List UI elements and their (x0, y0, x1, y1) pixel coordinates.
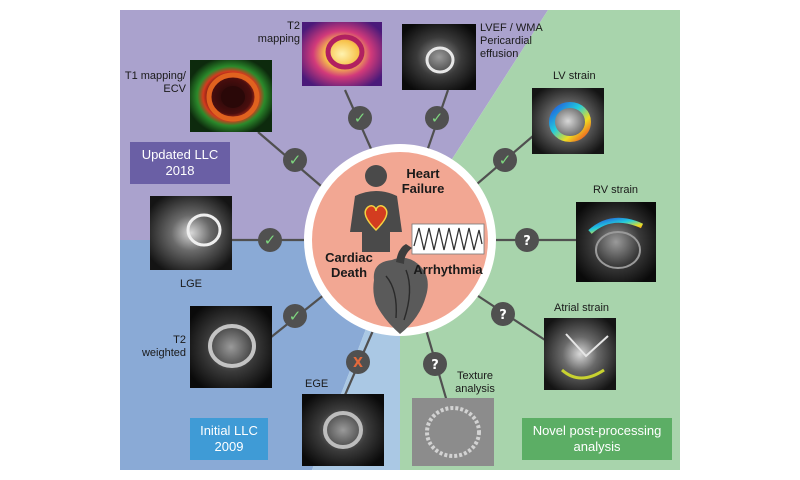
novel-analysis-line1: Novel post-processing (532, 423, 662, 438)
lv-strain-label: LV strain (553, 70, 596, 82)
t2-mapping-line1: T2 (287, 20, 300, 32)
status-node-lvef-wma: ✓ (425, 106, 449, 130)
status-node-rv-strain: ? (515, 228, 539, 252)
lge-label: LGE (179, 278, 202, 290)
t2-mapping-label: T2 mapping (246, 20, 300, 46)
initial-llc-line1: Initial LLC (200, 423, 258, 438)
t1-mapping-label: T1 mapping/ ECV (118, 70, 186, 96)
status-node-t1-mapping: ✓ (283, 148, 307, 172)
lvef-wma-thumbnail (402, 24, 476, 90)
t2-weighted-label: T2 weighted (130, 334, 186, 360)
cardiac-death-line1: Cardiac (325, 250, 373, 265)
svg-text:✓: ✓ (264, 231, 277, 249)
status-node-lv-strain: ✓ (493, 148, 517, 172)
novel-analysis-line2: analysis (573, 439, 621, 454)
ege-label: EGE (305, 378, 329, 390)
t2-weighted-line2: weighted (141, 347, 186, 359)
updated-llc-line2: 2018 (165, 163, 195, 178)
lvef-wma-line3: effusion (480, 48, 519, 60)
svg-text:?: ? (523, 234, 531, 249)
lv-strain-thumbnail (532, 88, 604, 154)
lvef-wma-line2: Pericardial (480, 35, 532, 47)
t1-mapping-line2: ECV (163, 83, 186, 95)
atrial-strain-label: Atrial strain (554, 302, 610, 314)
svg-text:X: X (353, 356, 363, 371)
svg-text:✓: ✓ (354, 109, 367, 127)
cardiac-death-line2: Death (330, 265, 368, 280)
status-node-t2-mapping: ✓ (348, 106, 372, 130)
heart-failure-line2: Failure (401, 181, 445, 196)
texture-analysis-label: Texture analysis (445, 370, 505, 396)
svg-text:✓: ✓ (289, 307, 302, 325)
texture-analysis-line1: Texture (456, 370, 494, 382)
svg-text:✓: ✓ (289, 151, 302, 169)
rv-strain-label: RV strain (593, 184, 639, 196)
status-node-ege: X (346, 350, 370, 374)
status-node-texture: ? (423, 352, 447, 376)
rv-strain-thumbnail (576, 202, 656, 282)
ecg-strip-icon (411, 223, 485, 255)
heart-failure-label: Heart Failure (398, 166, 448, 196)
t1-mapping-thumbnail (190, 60, 272, 132)
lge-thumbnail (150, 196, 232, 270)
t2-mapping-thumbnail (302, 22, 382, 86)
texture-analysis-line2: analysis (455, 383, 495, 395)
heart-small-icon (364, 205, 388, 232)
svg-text:?: ? (431, 358, 439, 373)
svg-text:✓: ✓ (431, 109, 444, 127)
status-node-t2-weighted: ✓ (283, 304, 307, 328)
anatomic-heart-icon (373, 244, 428, 334)
status-node-lge: ✓ (258, 228, 282, 252)
status-node-atrial-strain: ? (491, 302, 515, 326)
texture-analysis-thumbnail (412, 398, 494, 466)
initial-llc-line2: 2009 (214, 439, 244, 454)
svg-text:✓: ✓ (499, 151, 512, 169)
svg-text:?: ? (499, 308, 507, 323)
t1-mapping-line1: T1 mapping/ (124, 70, 186, 82)
heart-failure-line1: Heart (406, 166, 440, 181)
lvef-wma-label: LVEF / WMA Pericardial effusion (480, 22, 560, 61)
t2-weighted-line1: T2 (173, 334, 186, 346)
cardiac-death-label: Cardiac Death (322, 250, 376, 280)
t2-mapping-line2: mapping (257, 33, 300, 45)
ege-thumbnail (302, 394, 384, 466)
arrhythmia-label: Arrhythmia (413, 262, 483, 277)
lvef-wma-line1: LVEF / WMA (480, 22, 543, 34)
updated-llc-line1: Updated LLC (141, 147, 219, 162)
t2-weighted-thumbnail (190, 306, 272, 388)
atrial-strain-thumbnail (544, 318, 616, 390)
